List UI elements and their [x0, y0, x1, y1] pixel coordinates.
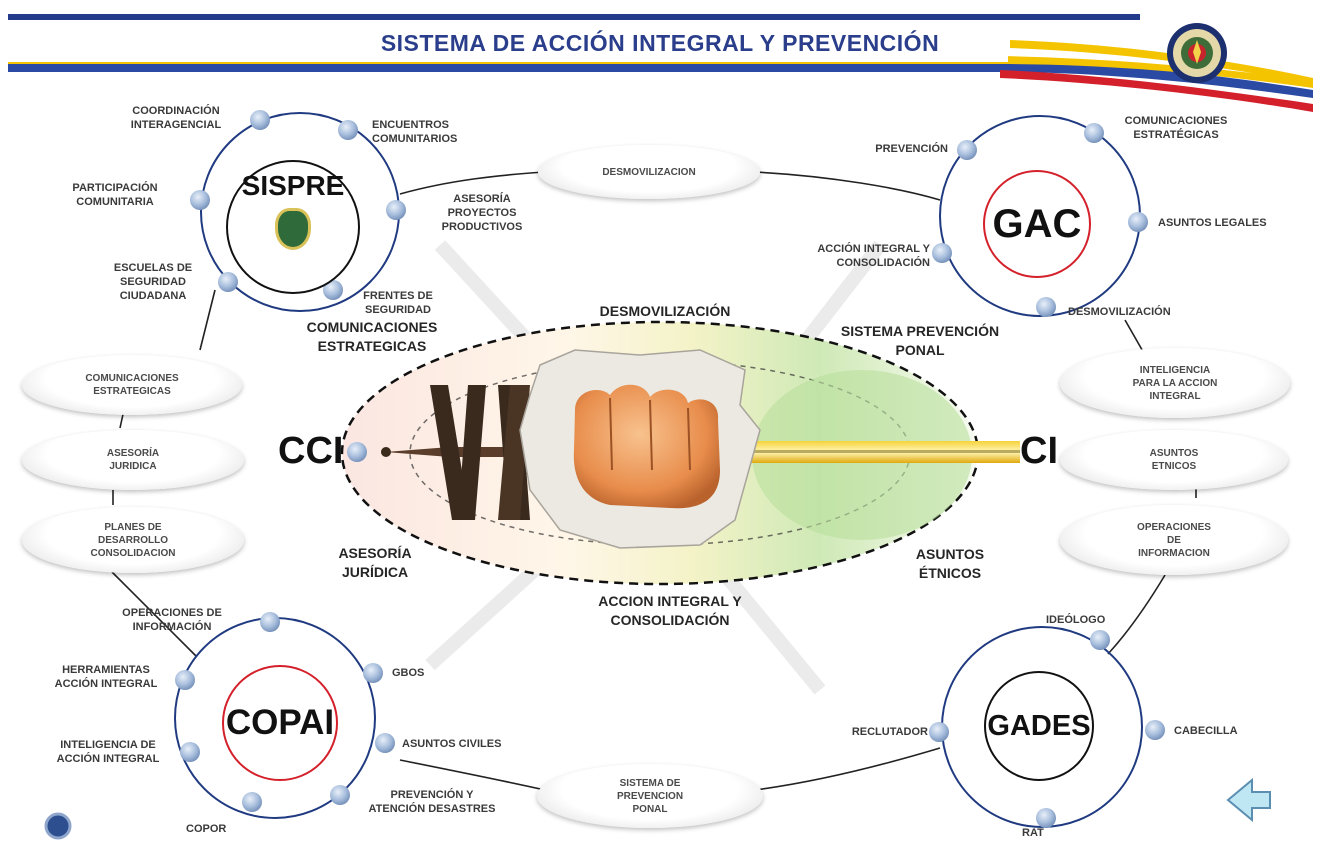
- node-dot: [260, 612, 280, 632]
- cci-left-label: CCI: [278, 430, 344, 472]
- node-dot: [250, 110, 270, 130]
- node-operaciones-informacion: OPERACIONES DE INFORMACIÓN: [122, 607, 222, 633]
- node-dot: [242, 792, 262, 812]
- node-dot: [175, 670, 195, 690]
- center-asesoria-juridica: ASESORÍA JURÍDICA: [338, 545, 412, 580]
- node-dot: [180, 742, 200, 762]
- node-comunicaciones-estrategicas: COMUNICACIONES ESTRATÉGICAS: [1124, 115, 1228, 141]
- pill-comunicaciones-estrategicas[interactable]: COMUNICACIONES ESTRATEGICAS: [22, 355, 242, 415]
- center-desmovilizacion: DESMOVILIZACIÓN: [599, 303, 731, 319]
- hub-sispre-label: SISPRE: [241, 170, 345, 201]
- node-dot: [218, 272, 238, 292]
- node-dot: [330, 785, 350, 805]
- hub-gac[interactable]: GAC: [983, 170, 1091, 278]
- node-rat: RAT: [1022, 827, 1044, 839]
- center-comunicaciones: COMUNICACIONES ESTRATEGICAS: [306, 319, 438, 354]
- header-banner: [8, 12, 1313, 112]
- page-title: SISTEMA DE ACCIÓN INTEGRAL Y PREVENCIÓN: [380, 30, 940, 56]
- fist-graphic: [519, 349, 761, 549]
- node-coordinacion: COORDINACIÓN INTERAGENCIAL: [130, 105, 222, 131]
- node-dot: [323, 280, 343, 300]
- cci-right-label: CI: [1020, 430, 1058, 472]
- node-copor: COPOR: [186, 823, 227, 835]
- node-dot: [1145, 720, 1165, 740]
- node-dot: [932, 243, 952, 263]
- hub-sispre[interactable]: SISPRE: [226, 160, 360, 294]
- node-dot: [363, 663, 383, 683]
- pill-sistema-prevencion[interactable]: SISTEMA DE PREVENCION PONAL: [537, 764, 763, 828]
- node-ideologo: IDEÓLOGO: [1046, 614, 1106, 626]
- node-prevencion: PREVENCIÓN: [875, 143, 948, 155]
- center-accion-integral: ACCION INTEGRAL Y CONSOLIDACIÓN: [598, 593, 742, 628]
- node-prevencion-desastres: PREVENCIÓN Y ATENCIÓN DESASTRES: [368, 789, 496, 815]
- node-encuentros: ENCUENTROS COMUNITARIOS: [372, 119, 458, 145]
- node-frentes: FRENTES DE SEGURIDAD: [363, 290, 433, 316]
- pill-desmovilizacion[interactable]: DESMOVILIZACION: [538, 145, 760, 199]
- bullet-dot-icon[interactable]: [44, 812, 72, 840]
- node-dot: [1090, 630, 1110, 650]
- hub-gac-label: GAC: [992, 201, 1082, 246]
- node-dot: [1036, 297, 1056, 317]
- node-escuelas: ESCUELAS DE SEGURIDAD CIUDADANA: [113, 262, 193, 302]
- node-asuntos-legales: ASUNTOS LEGALES: [1158, 217, 1267, 229]
- center-sistema-prevencion: SISTEMA PREVENCIÓN PONAL: [840, 323, 1000, 358]
- node-dot: [386, 200, 406, 220]
- node-dot: [375, 733, 395, 753]
- center-asuntos-etnicos: ASUNTOS ÉTNICOS: [915, 546, 985, 581]
- pill-operaciones-informacion[interactable]: OPERACIONES DE INFORMACION: [1060, 505, 1288, 575]
- node-gbos: GBOS: [392, 667, 425, 679]
- pill-asuntos-etnicos[interactable]: ASUNTOS ETNICOS: [1060, 430, 1288, 490]
- node-herramientas: HERRAMIENTAS ACCIÓN INTEGRAL: [54, 664, 158, 690]
- node-accion-integral: ACCIÓN INTEGRAL Y CONSOLIDACIÓN: [817, 243, 930, 269]
- node-asuntos-civiles: ASUNTOS CIVILES: [402, 738, 502, 750]
- hub-copai[interactable]: COPAI: [222, 665, 338, 781]
- pill-asesoria-juridica[interactable]: ASESORÍA JURIDICA: [22, 430, 244, 490]
- police-emblem: [1167, 23, 1227, 83]
- hub-copai-label: COPAI: [225, 703, 335, 742]
- pill-inteligencia-accion[interactable]: INTELIGENCIA PARA LA ACCION INTEGRAL: [1060, 348, 1290, 418]
- node-reclutador: RECLUTADOR: [851, 726, 928, 738]
- node-dot: [957, 140, 977, 160]
- node-dot: [347, 442, 367, 462]
- node-dot: [190, 190, 210, 210]
- node-dot: [929, 722, 949, 742]
- node-dots: [175, 110, 1165, 828]
- node-dot: [1128, 212, 1148, 232]
- pill-planes-desarrollo[interactable]: PLANES DE DESARROLLO CONSOLIDACION: [22, 507, 244, 573]
- node-desmovilizacion-gac: DESMOVILIZACIÓN: [1068, 306, 1171, 318]
- node-dot: [1084, 123, 1104, 143]
- node-cabecilla: CABECILLA: [1174, 725, 1238, 737]
- hub-gades-label: GADES: [987, 709, 1091, 742]
- hub-gades[interactable]: GADES: [984, 671, 1094, 781]
- arrow-left-icon[interactable]: [1226, 777, 1271, 823]
- node-dot: [1036, 808, 1056, 828]
- police-badge-icon: [275, 208, 311, 250]
- node-asesoria-proyectos: ASESORÍA PROYECTOS PRODUCTIVOS: [441, 193, 523, 233]
- node-inteligencia: INTELIGENCIA DE ACCIÓN INTEGRAL: [56, 739, 160, 765]
- node-participacion: PARTICIPACIÓN COMUNITARIA: [72, 182, 158, 208]
- node-dot: [338, 120, 358, 140]
